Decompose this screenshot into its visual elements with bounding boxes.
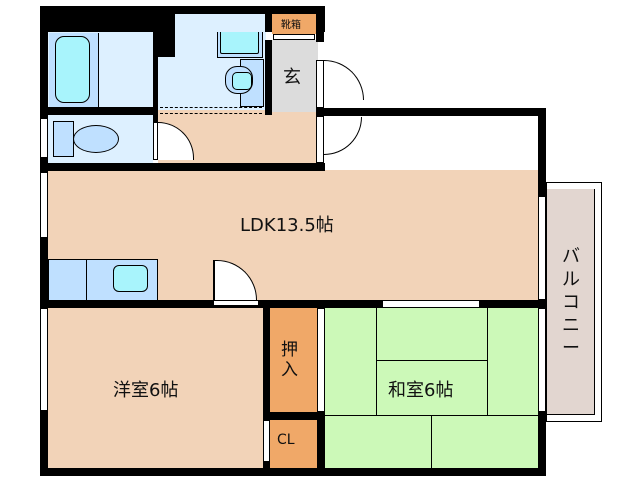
- wall: [40, 107, 158, 115]
- japanese-room-label: 和室6帖: [388, 380, 454, 401]
- entrance-door[interactable]: [324, 60, 364, 100]
- tatami-line: [487, 308, 488, 415]
- kitchen-sink: [113, 265, 148, 292]
- entrance-door-jamb: [316, 60, 324, 108]
- shoebox-door-strip: [273, 34, 315, 40]
- wall: [40, 6, 48, 168]
- window[interactable]: [40, 118, 48, 158]
- tatami-line: [376, 308, 377, 415]
- dashed-partition: [160, 107, 262, 108]
- wall: [538, 108, 546, 206]
- window[interactable]: [538, 308, 546, 412]
- wall: [316, 6, 324, 42]
- wall: [40, 468, 546, 476]
- washroom-fixture-inner: [232, 72, 252, 90]
- shoebox-label-2: 靴箱: [281, 20, 301, 31]
- tatami-line: [431, 415, 432, 468]
- window[interactable]: [40, 308, 48, 411]
- balcony-label: バルコニー: [562, 246, 580, 359]
- window[interactable]: [538, 196, 546, 300]
- ldk-label: LDK13.5帖: [240, 215, 334, 236]
- hall-door-jamb: [316, 116, 324, 163]
- genkan-label: 玄: [283, 67, 301, 88]
- wall: [40, 163, 325, 171]
- window[interactable]: [40, 172, 48, 238]
- genkan-floor: [272, 40, 318, 112]
- wall: [153, 32, 158, 159]
- cl-label: CL: [277, 432, 295, 448]
- hall-door[interactable]: [324, 117, 362, 155]
- tatami-line: [376, 360, 487, 361]
- sliding-door[interactable]: [317, 308, 325, 412]
- kitchen-counter-divider: [86, 259, 87, 301]
- toilet-bowl: [73, 125, 119, 153]
- cl-closet: [270, 420, 317, 468]
- wall: [265, 40, 272, 115]
- wall: [263, 300, 270, 476]
- western-room-label: 洋室6帖: [113, 380, 179, 401]
- cl-door[interactable]: [263, 420, 270, 462]
- wall: [40, 300, 546, 308]
- oshiire: [270, 308, 317, 412]
- bathtub-basin: [55, 36, 90, 103]
- balcony-floor: [547, 189, 595, 415]
- toilet-tank: [53, 121, 74, 157]
- shoebox-patch: [272, 14, 316, 34]
- sliding-door[interactable]: [382, 300, 480, 308]
- wall: [158, 32, 175, 57]
- dashed-partition-2: [160, 113, 262, 114]
- wall: [263, 412, 325, 420]
- ldk-door-jamb: [213, 300, 259, 306]
- oshiire-label: 押入: [281, 340, 298, 380]
- western-room-floor: [48, 308, 263, 468]
- wall: [316, 108, 546, 116]
- washroom-top-gap: [175, 14, 265, 32]
